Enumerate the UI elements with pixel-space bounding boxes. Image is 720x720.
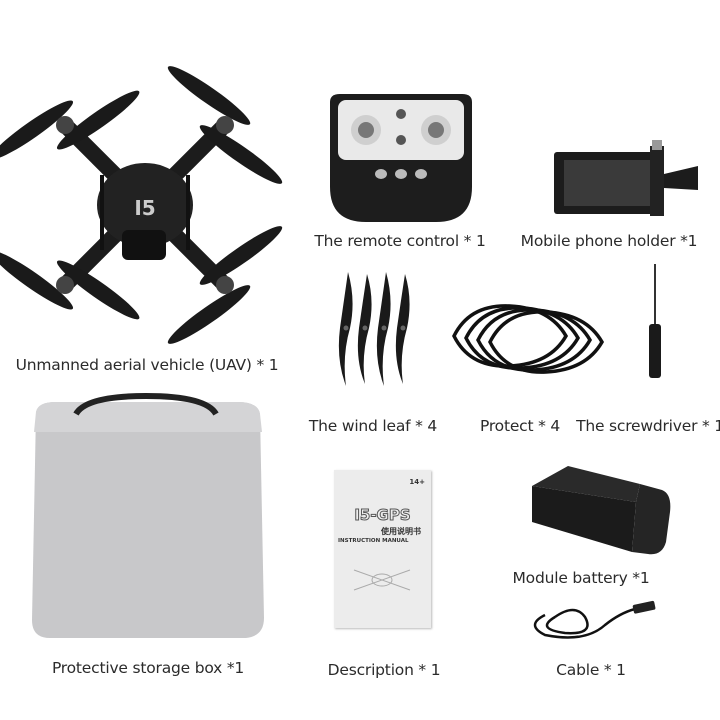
manual-title-en: INSTRUCTION MANUAL bbox=[338, 538, 409, 544]
battery-image bbox=[528, 462, 674, 560]
propellers-image bbox=[336, 270, 416, 388]
cable-label: Cable * 1 bbox=[556, 661, 626, 679]
uav-label: Unmanned aerial vehicle (UAV) * 1 bbox=[15, 356, 279, 374]
manual-title-cn: 使用说明书 bbox=[381, 527, 421, 536]
storage-box-image bbox=[26, 392, 268, 644]
remote-control-label: The remote control * 1 bbox=[314, 232, 486, 250]
instruction-manual-image: 14+ I5-GPS 使用说明书 INSTRUCTION MANUAL bbox=[334, 470, 431, 628]
propeller-guards-image bbox=[450, 302, 616, 376]
screwdriver-label: The screwdriver * 1 bbox=[576, 417, 720, 435]
cable-image bbox=[525, 595, 659, 643]
protect-label: Protect * 4 bbox=[479, 417, 561, 435]
drone-image: I5 bbox=[0, 65, 290, 345]
phone-holder-label: Mobile phone holder *1 bbox=[520, 232, 698, 250]
manual-age: 14+ bbox=[409, 478, 425, 486]
battery-label: Module battery *1 bbox=[512, 569, 650, 587]
wind-leaf-label: The wind leaf * 4 bbox=[308, 417, 438, 435]
remote-control-image bbox=[326, 92, 476, 224]
description-label: Description * 1 bbox=[327, 661, 441, 679]
storage-box-label: Protective storage box *1 bbox=[51, 659, 245, 677]
screwdriver-image bbox=[646, 264, 664, 380]
manual-model: I5-GPS bbox=[354, 506, 411, 525]
phone-holder-image bbox=[552, 138, 702, 218]
drone-logo: I5 bbox=[134, 196, 155, 220]
